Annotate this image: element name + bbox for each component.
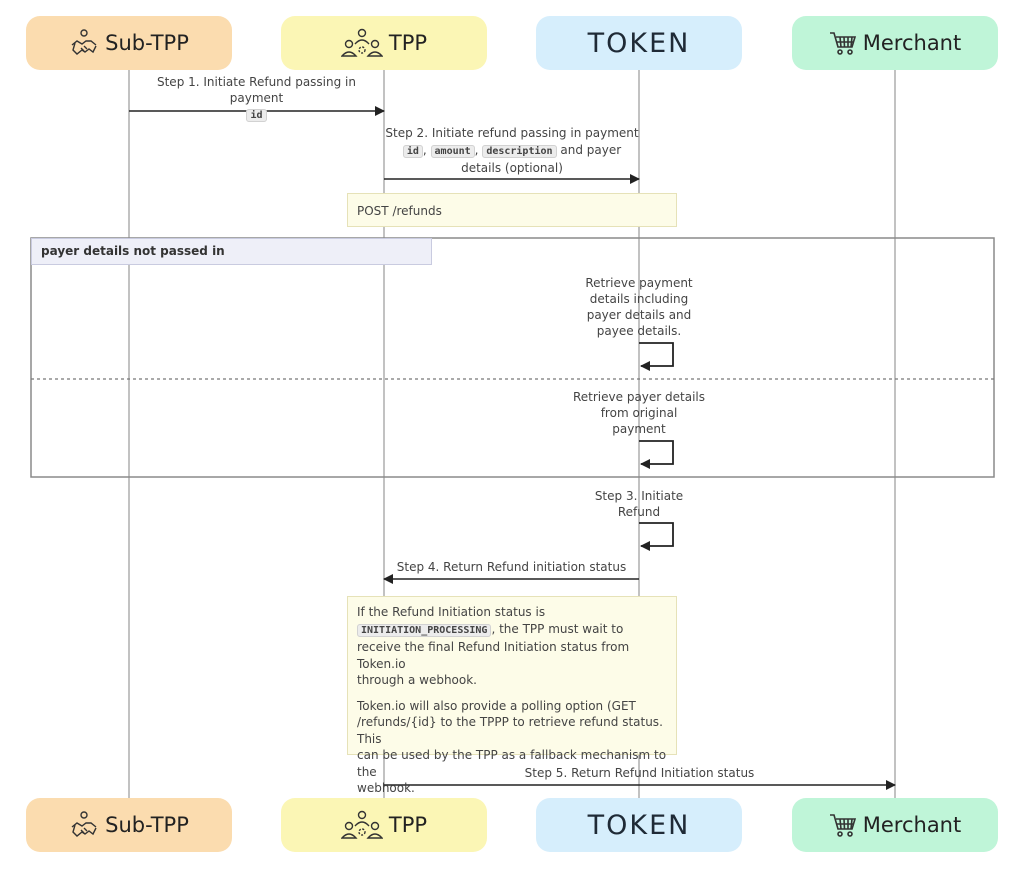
shopping-cart-icon <box>829 30 857 56</box>
message-step2-sep1: , <box>422 143 427 157</box>
participant-label: Sub-TPP <box>105 31 189 55</box>
message-step2-code-id: id <box>402 145 423 158</box>
participant-label: Sub-TPP <box>105 813 189 837</box>
message-self-retrieve-payer: Retrieve payer details from original pay… <box>559 389 719 437</box>
note-status-line: webhook. <box>357 781 415 795</box>
shopping-cart-icon <box>829 812 857 838</box>
people-group-icon <box>340 810 383 840</box>
message-self-retrieve-payment: Retrieve payment details including payer… <box>559 275 719 339</box>
participant-merchant-top: Merchant <box>792 16 998 70</box>
message-step3-line: Refund <box>617 505 661 519</box>
participant-label: TPP <box>388 813 428 837</box>
handshake-icon <box>69 28 99 58</box>
message-self1-line: details including <box>589 292 689 306</box>
note-status-line: /refunds/{id} to the TPPP to retrieve re… <box>357 715 663 746</box>
message-self2-line: payment <box>612 422 666 436</box>
message-step2-line1: Step 2. Initiate refund passing in payme… <box>385 126 639 140</box>
participant-merchant-bottom: Merchant <box>792 798 998 852</box>
participant-label: Merchant <box>862 31 962 55</box>
token-logo: TOKEN <box>587 809 691 841</box>
participant-token-bottom: TOKEN <box>536 798 742 852</box>
note-status-line: Token.io will also provide a polling opt… <box>357 698 636 713</box>
note-status-line: can be used by the TPP as a fallback mec… <box>357 748 667 779</box>
token-logo: TOKEN <box>587 27 691 59</box>
message-step2-after: and payer <box>560 143 622 157</box>
note-status-code: INITIATION_PROCESSING <box>357 623 492 637</box>
alt-fragment-box <box>30 237 995 478</box>
message-step4-text: Step 4. Return Refund initiation status <box>396 560 627 574</box>
message-step2-line3: details (optional) <box>461 161 563 175</box>
participant-label: Merchant <box>862 813 962 837</box>
note-post-refunds-text: POST /refunds <box>357 204 442 218</box>
message-step2-code-description: description <box>482 145 557 158</box>
note-status-p1: If the Refund Initiation status is INITI… <box>357 604 667 689</box>
note-status-line: If the Refund Initiation status is <box>357 605 546 619</box>
message-step2-sep2: , <box>474 143 479 157</box>
message-step2-code-amount: amount <box>430 145 475 158</box>
message-step4: Step 4. Return Refund initiation status <box>384 559 639 575</box>
arrow-self-retrieve-payment <box>639 342 674 371</box>
message-step2: Step 2. Initiate refund passing in payme… <box>370 125 654 176</box>
participant-sub-tpp-bottom: Sub-TPP <box>26 798 232 852</box>
note-status-p2: Token.io will also provide a polling opt… <box>357 698 667 797</box>
message-step5: Step 5. Return Refund Initiation status <box>384 765 895 781</box>
note-status-line: through a webhook. <box>357 673 477 687</box>
participant-tpp-top: TPP <box>281 16 487 70</box>
arrow-self-retrieve-payer <box>639 440 674 469</box>
note-post-refunds: POST /refunds <box>347 193 677 227</box>
message-step1-code-id: id <box>246 109 267 122</box>
note-status-line: receive the final Refund Initiation stat… <box>357 640 630 671</box>
note-refund-status: If the Refund Initiation status is INITI… <box>347 596 677 795</box>
participant-tpp-bottom: TPP <box>281 798 487 852</box>
handshake-icon <box>69 810 99 840</box>
message-self2-line: from original <box>600 406 678 420</box>
message-self1-line: payer details and <box>586 308 692 322</box>
message-self2-line: Retrieve payer details <box>572 390 706 404</box>
arrow-self-step3 <box>639 522 674 551</box>
participant-label: TPP <box>388 31 428 55</box>
message-self1-line: payee details. <box>596 324 682 338</box>
participant-sub-tpp-top: Sub-TPP <box>26 16 232 70</box>
alt-fragment-label-text: payer details not passed in <box>41 244 225 258</box>
note-status-line: , the TPP must wait to <box>491 621 624 636</box>
message-step3: Step 3. Initiate Refund <box>559 488 719 520</box>
message-step5-text: Step 5. Return Refund Initiation status <box>524 766 755 780</box>
alt-fragment-label: payer details not passed in <box>31 238 432 265</box>
message-step1-text: Step 1. Initiate Refund passing in payme… <box>156 75 356 105</box>
message-step1: Step 1. Initiate Refund passing in payme… <box>129 74 384 124</box>
participant-token-top: TOKEN <box>536 16 742 70</box>
message-self1-line: Retrieve payment <box>585 276 693 290</box>
message-step3-line: Step 3. Initiate <box>594 489 684 503</box>
people-group-icon <box>340 28 383 58</box>
